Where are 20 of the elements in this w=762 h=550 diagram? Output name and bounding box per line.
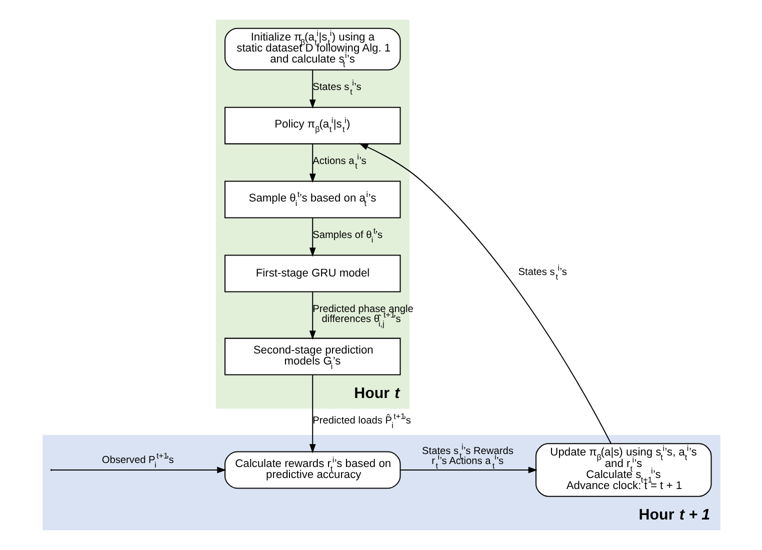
node-box: Policy π$_{β}$(a$_{t}$$^{i}$|s$_{t}$$^{i}$): [224, 106, 400, 144]
node-box: Second-stage prediction models G$_{i}$’s: [224, 338, 400, 376]
node-box: Sample θ$_{i}$$^{t}$’s based on a$_{t}$$^{i}$’s: [224, 180, 400, 218]
edge-label: Observed P$_{i}$$^{t+1}$’s: [101, 451, 174, 470]
node-box: Calculate rewards r$_{t}$$^{i}$’s based on predictive accuracy: [224, 451, 400, 489]
edge-label: States s$_{t}$$^{i}$’s: [312, 78, 361, 97]
arrow: [358, 143, 611, 444]
arrow: [400, 466, 537, 474]
arrow: [51, 466, 226, 474]
edge-label: States s$_{t}$$^{i}$’s: [518, 264, 566, 282]
arrow: [308, 218, 316, 257]
node-box: Update π$_{β}$(a|s) using s$_{t}$$^{i}$’s, a$_{t}$$^{i}$’s and r$_{t}$$^{i}$’s Calculate s$_{t+1}$$^{i}$’s Advance clock: t = t + 1: [534, 443, 712, 497]
edge-label: Samples of θ$_{i}$$^{t}$’s: [312, 226, 382, 245]
edge-label: Predicted loads P̂$_{i}$$^{t+1}$’s: [312, 412, 410, 430]
arrow: [308, 292, 316, 340]
node-box: First-stage GRU model: [224, 254, 400, 292]
arrow: [308, 70, 316, 109]
arrow: [308, 144, 316, 183]
arrow: [308, 374, 316, 454]
edge-label: Actions a$_{t}$$^{i}$’s: [312, 152, 366, 171]
